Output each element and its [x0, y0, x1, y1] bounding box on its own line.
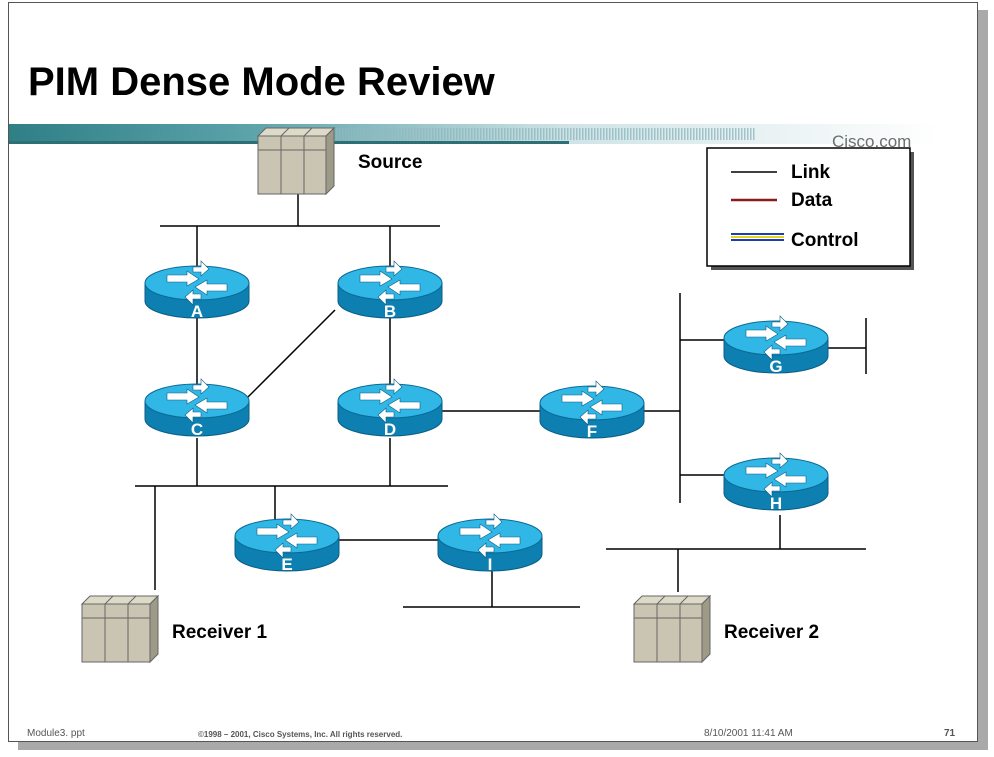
receiver1-label: Receiver 1	[172, 622, 268, 643]
router-label-e: E	[281, 555, 292, 574]
router-label-b: B	[384, 302, 396, 321]
links	[135, 194, 867, 608]
router-label-f: F	[587, 422, 597, 441]
footer-filename: Module3. ppt	[27, 728, 85, 739]
router-label-g: G	[769, 357, 782, 376]
receiver2-label: Receiver 2	[724, 622, 819, 643]
source-server-icon	[257, 127, 335, 195]
router-label-c: C	[191, 420, 203, 439]
router-label-a: A	[191, 302, 203, 321]
legend-control-label: Control	[791, 230, 859, 251]
legend-data-label: Data	[791, 190, 833, 211]
footer-date: 8/10/2001 11:41 AM	[704, 728, 793, 739]
router-label-d: D	[384, 420, 396, 439]
router-label-i: I	[488, 555, 493, 574]
slide-title: PIM Dense Mode Review	[28, 60, 495, 104]
cisco-brand-logo: Cisco.com	[832, 132, 912, 151]
footer-copyright: ©1998 – 2001, Cisco Systems, Inc. All ri…	[198, 730, 403, 739]
receiver2-server-icon	[633, 595, 711, 663]
footer-page-number: 71	[944, 728, 956, 739]
receiver1-server-icon	[81, 595, 159, 663]
link-b-c	[244, 309, 336, 401]
source-label: Source	[358, 152, 422, 173]
title-banner	[9, 124, 939, 144]
router-label-h: H	[770, 494, 782, 513]
legend-link-label: Link	[791, 162, 830, 183]
legend: Link Data Control	[706, 147, 914, 270]
